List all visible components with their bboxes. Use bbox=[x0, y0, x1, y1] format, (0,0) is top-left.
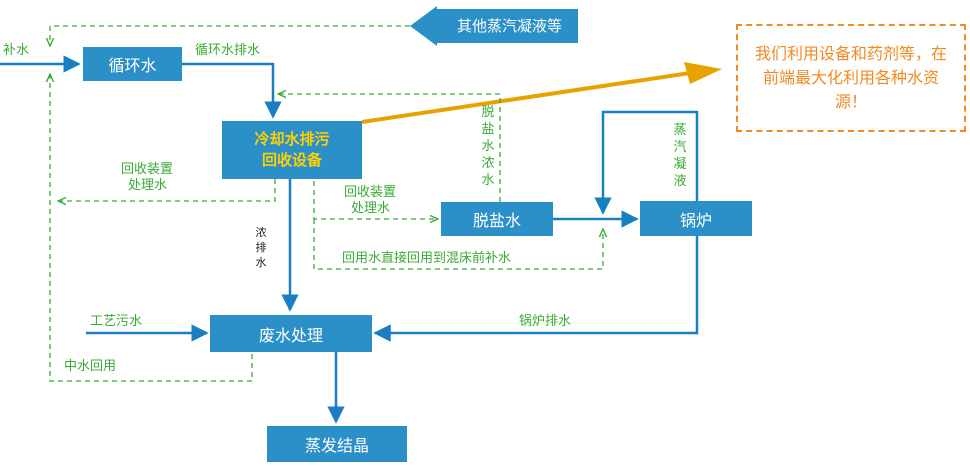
recovery-treated-left-line1: 回收装置 bbox=[121, 162, 174, 177]
recovery-treated-mid-line2: 处理水 bbox=[351, 201, 391, 216]
makeup-water-label: 补水 bbox=[3, 43, 30, 58]
desalted-concentrate-return-flow bbox=[278, 94, 501, 202]
process-sewage-label: 工艺污水 bbox=[90, 314, 143, 329]
cooling-recovery-label-line1: 冷却水排污 bbox=[254, 130, 330, 148]
recovery-treated-mid-line1: 回收装置 bbox=[344, 185, 397, 200]
other-condensate-return-flow bbox=[50, 25, 410, 46]
desalted-concentrate-label: 脱盐水浓水 bbox=[481, 105, 495, 188]
circulating-water-node: 循环水 bbox=[83, 47, 182, 81]
highlight-arrow-head bbox=[684, 62, 722, 84]
desalinated-water-label: 脱盐水 bbox=[472, 211, 521, 230]
wastewater-treatment-label: 废水处理 bbox=[258, 325, 323, 345]
recovery-treated-left-line2: 处理水 bbox=[128, 178, 168, 193]
boiler-discharge-label: 锅炉排水 bbox=[519, 314, 572, 329]
recovery-left-return-flow bbox=[58, 179, 276, 201]
desalinated-water-node: 脱盐水 bbox=[441, 202, 553, 236]
banner-arrow-shape bbox=[410, 6, 578, 46]
circulating-water-label: 循环水 bbox=[108, 56, 157, 75]
circulating-discharge-flow bbox=[182, 62, 282, 119]
highlight-arrow-shaft bbox=[361, 71, 691, 124]
boiler-discharge-flow bbox=[373, 236, 699, 342]
reclaimed-water-reuse-label: 中水回用 bbox=[64, 359, 117, 374]
boiler-label: 锅炉 bbox=[679, 210, 712, 230]
evaporation-crystallization-label: 蒸发结晶 bbox=[304, 436, 369, 455]
concentrated-discharge-label: 浓排水 bbox=[255, 226, 267, 269]
steam-condensate-label: 蒸汽凝液 bbox=[673, 123, 687, 189]
other-steam-condensate-banner: 其他蒸汽凝液等 bbox=[456, 16, 562, 35]
cooling-water-recovery-node: 冷却水排污 回收设备 bbox=[222, 121, 362, 179]
wastewater-treatment-node: 废水处理 bbox=[210, 315, 372, 352]
evaporation-crystallization-node: 蒸发结晶 bbox=[267, 426, 407, 462]
cooling-recovery-label-line2: 回收设备 bbox=[261, 151, 322, 169]
circulating-discharge-label: 循环水排水 bbox=[195, 43, 261, 58]
condensate-loop-flow bbox=[594, 110, 699, 215]
boiler-node: 锅炉 bbox=[640, 201, 752, 236]
callout-text: 我们利用设备和药剂等，在前端最大化利用各种水资源！ bbox=[754, 44, 947, 111]
resource-maximization-callout: 我们利用设备和药剂等，在前端最大化利用各种水资源！ bbox=[736, 24, 966, 132]
reclaimed-water-return-flow bbox=[50, 74, 253, 382]
reuse-to-mixed-bed-label: 回用水直接回用到混床前补水 bbox=[342, 251, 512, 266]
